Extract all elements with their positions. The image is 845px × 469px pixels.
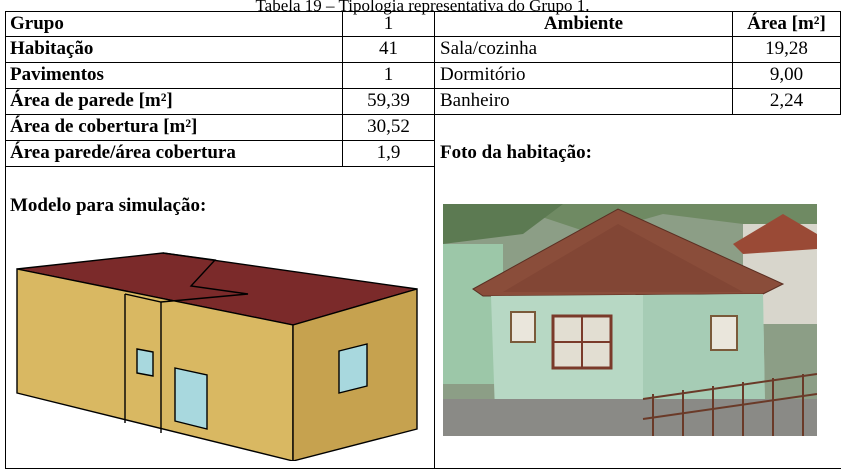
value-grupo: 1 — [383, 13, 394, 34]
typology-table: Grupo 1 Habitação 41 Pavimentos 1 Área d… — [5, 11, 841, 469]
model-window-front — [174, 367, 208, 430]
ambiente-banheiro: Banheiro — [440, 90, 510, 111]
ambiente-sala-cozinha: Sala/cozinha — [440, 38, 538, 59]
photo-label: Foto da habitação: — [440, 142, 592, 163]
model-window-side — [338, 343, 368, 394]
value-habitacao: 41 — [379, 38, 398, 59]
area-banheiro: 2,24 — [769, 90, 804, 111]
value-pavimentos: 1 — [383, 64, 394, 85]
label-pavimentos: Pavimentos — [10, 64, 104, 85]
value-area-cobertura: 30,52 — [367, 116, 410, 137]
header-ambiente: Ambiente — [543, 13, 624, 34]
model-window-small — [136, 348, 154, 377]
simulation-model-image — [16, 252, 418, 461]
area-sala-cozinha: 19,28 — [765, 38, 808, 59]
label-area-parede: Área de parede [m²] — [10, 90, 173, 111]
ambiente-dormitorio: Dormitório — [440, 64, 526, 85]
label-area-cobertura: Área de cobertura [m²] — [10, 116, 198, 137]
label-razao-parede-cobertura: Área parede/área cobertura — [10, 142, 236, 163]
value-razao-parede-cobertura: 1,9 — [376, 142, 401, 163]
value-area-parede: 59,39 — [367, 90, 410, 111]
model-front-wall — [16, 268, 294, 461]
house-photo — [443, 204, 817, 436]
label-habitacao: Habitação — [10, 38, 94, 59]
area-dormitorio: 9,00 — [769, 64, 804, 85]
model-roof-partition — [124, 252, 249, 303]
label-grupo: Grupo — [10, 13, 64, 34]
header-area: Área [m²] — [747, 13, 826, 34]
model-label: Modelo para simulação: — [10, 195, 207, 216]
